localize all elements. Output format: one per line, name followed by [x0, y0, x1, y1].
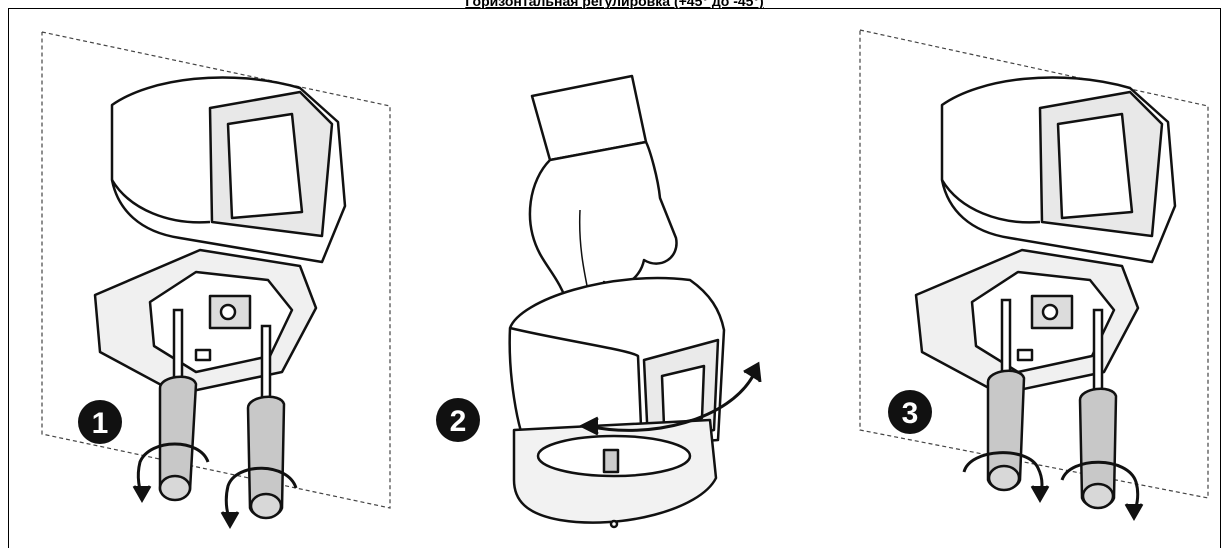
screwdriver-right [1078, 308, 1118, 510]
camera-head [940, 76, 1177, 264]
rotation-arrow-horizontal [578, 361, 762, 436]
screwdriver-right [246, 324, 286, 520]
step-3-badge: 3 [888, 390, 932, 434]
rotation-arrow-ccw-left [132, 442, 210, 504]
step-1-panel: 1 [41, 31, 391, 530]
rotation-arrow-cw-right [1060, 460, 1144, 522]
step-1-number: 1 [92, 407, 109, 440]
screwdriver-left [158, 308, 198, 502]
camera-base [512, 418, 718, 529]
screwdriver-left [986, 298, 1026, 492]
hand [528, 74, 678, 324]
step-1-badge: 1 [78, 400, 122, 444]
mounting-base [93, 248, 318, 396]
rotation-arrow-ccw-right [220, 466, 298, 530]
step-3-panel: 3 [859, 29, 1209, 522]
step-3-number: 3 [902, 397, 919, 430]
step-2-panel: 2 [436, 74, 762, 529]
step-2-badge: 2 [436, 398, 480, 442]
figure-frame [8, 8, 1221, 548]
wall-outline [41, 31, 391, 509]
camera-head [110, 76, 347, 264]
mounting-base [914, 248, 1140, 396]
rotation-arrow-cw-left [962, 451, 1050, 504]
camera-body [508, 276, 726, 456]
instruction-title: Горизонтальная регулировка (+45° до -45°… [465, 0, 764, 9]
step-2-number: 2 [450, 405, 467, 438]
